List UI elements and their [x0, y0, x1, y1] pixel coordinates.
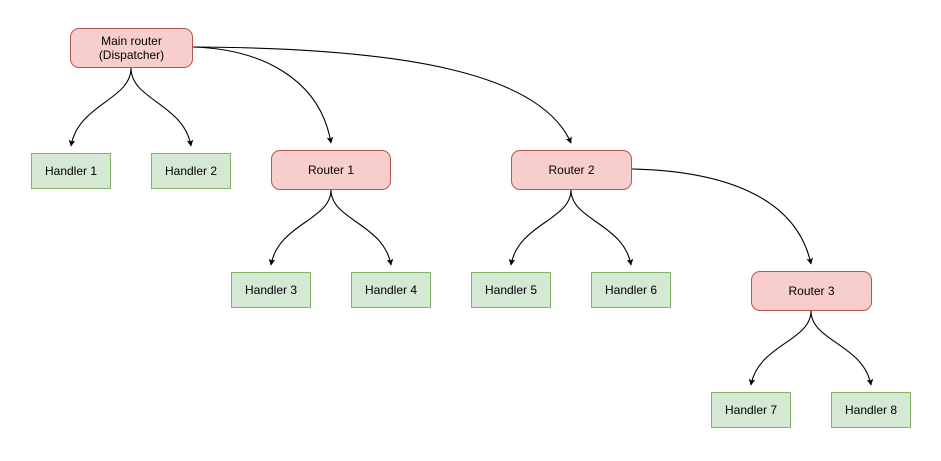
node-label-router-2: Router 2 [548, 163, 595, 177]
node-main-router[interactable]: Main router (Dispatcher) [70, 28, 193, 68]
node-label-handler-6: Handler 6 [604, 283, 658, 297]
edge-router-2-to-handler-5 [508, 189, 572, 266]
edge-router-3-to-handler-8 [810, 310, 874, 386]
edge-router-1-to-handler-3 [268, 189, 332, 266]
edge-router-1-to-handler-4 [330, 189, 394, 266]
node-label-router-3: Router 3 [788, 284, 835, 298]
node-handler-3[interactable]: Handler 3 [231, 272, 311, 308]
node-handler-2[interactable]: Handler 2 [151, 153, 231, 189]
edge-main-to-handler-2 [130, 67, 194, 147]
node-label-main-router: Main router (Dispatcher) [98, 34, 165, 62]
node-label-handler-7: Handler 7 [724, 403, 778, 417]
node-handler-6[interactable]: Handler 6 [591, 272, 671, 308]
node-handler-8[interactable]: Handler 8 [831, 392, 911, 428]
node-label-handler-1: Handler 1 [44, 164, 98, 178]
node-handler-5[interactable]: Handler 5 [471, 272, 551, 308]
edge-main-to-router-2 [192, 46, 572, 144]
node-router-2[interactable]: Router 2 [511, 150, 632, 190]
node-label-handler-4: Handler 4 [364, 283, 418, 297]
node-label-handler-5: Handler 5 [484, 283, 538, 297]
node-label-handler-8: Handler 8 [844, 403, 898, 417]
node-handler-4[interactable]: Handler 4 [351, 272, 431, 308]
edge-router-2-to-router-3 [631, 168, 813, 265]
edge-router-3-to-handler-7 [748, 310, 812, 386]
edge-main-to-handler-1 [68, 67, 132, 147]
edge-main-to-router-1 [192, 46, 334, 144]
node-handler-7[interactable]: Handler 7 [711, 392, 791, 428]
node-label-handler-2: Handler 2 [164, 164, 218, 178]
node-label-router-1: Router 1 [307, 163, 355, 177]
edges-group [68, 46, 874, 386]
node-label-handler-3: Handler 3 [244, 283, 298, 297]
edge-router-2-to-handler-6 [570, 189, 634, 266]
node-handler-1[interactable]: Handler 1 [31, 153, 111, 189]
node-router-3[interactable]: Router 3 [751, 271, 872, 311]
node-router-1[interactable]: Router 1 [271, 150, 391, 190]
